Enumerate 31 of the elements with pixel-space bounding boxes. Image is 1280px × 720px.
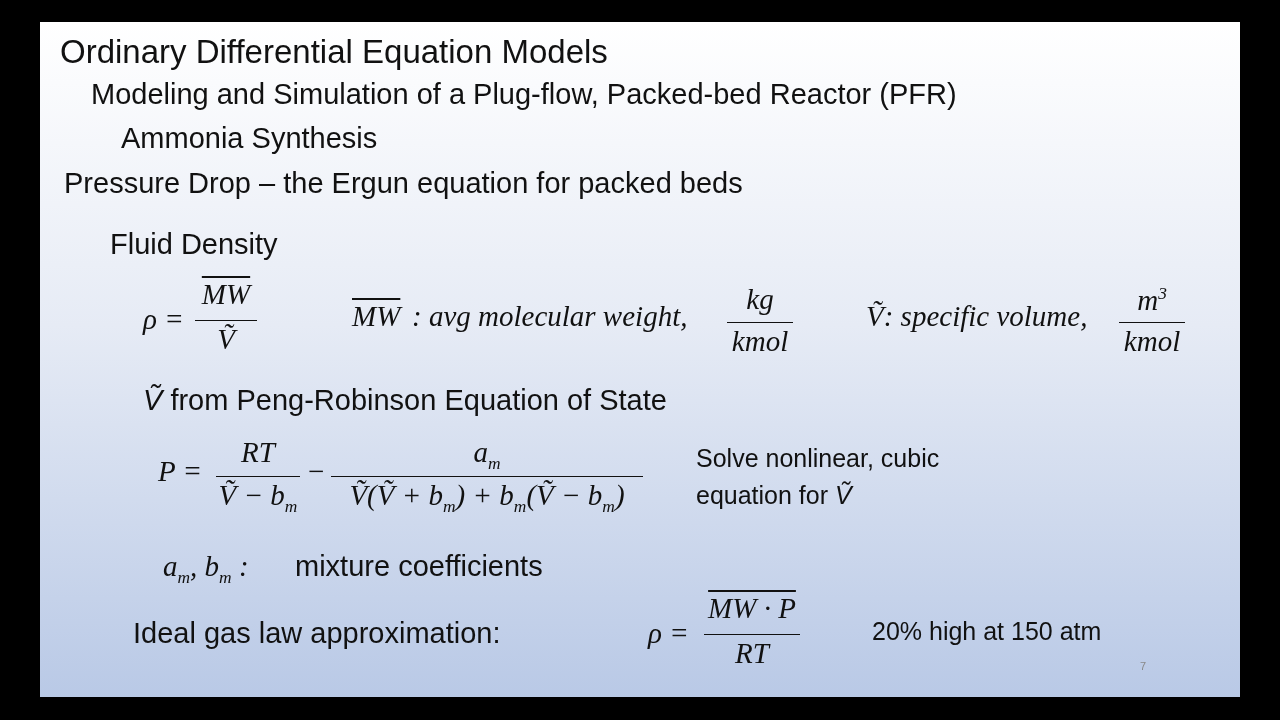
math-expression: ρ = [648,617,689,650]
text-line: Modeling and Simulation of a Plug-flow, Packed-bed Reactor (PFR) [91,78,957,111]
text-line: Ammonia Synthesis [121,122,378,155]
math-expression: Ṽ [195,320,257,356]
math-expression: kmol [1119,322,1185,358]
math-expression: RT [704,634,800,670]
slide-title: Ordinary Differential Equation Models [60,33,608,71]
text-line: Fluid Density [110,228,278,261]
text-line: mixture coefficients [295,550,543,583]
math-expression: Ṽ: specific volume, [866,300,1088,333]
math-expression: Ṽ − b$_{m}$ [216,476,300,517]
math-expression: ρ = [143,303,184,336]
math-expression: m$^{3}$ [1136,283,1168,317]
text-line: Solve nonlinear, cubic equation for Ṽ [696,443,941,511]
text-line: Ṽ from Peng-Robinson Equation of State [143,384,667,417]
page-number: 7 [1140,660,1147,672]
math-expression: a$_{m}$ [472,436,502,474]
text-line: Pressure Drop – the Ergun equation for packed beds [64,167,743,200]
math-expression: MW [352,300,401,333]
math-expression: kmol [727,322,793,358]
math-expression: P = [158,455,202,488]
math-expression: : avg molecular weight, [412,300,688,333]
math-expression: − [306,455,326,488]
math-expression: MW [200,278,254,311]
math-expression: MW · P [706,592,797,625]
math-expression: kg [745,283,775,316]
text-line: Ideal gas law approximation: [133,617,501,650]
math-expression: RT [240,436,278,469]
text-line: 20% high at 150 atm [872,616,1102,647]
math-expression: Ṽ(Ṽ + b$_{m}$) + b$_{m}$(Ṽ − b$_{m}$) [331,476,643,517]
math-expression: a$_{m}$, b$_{m}$ : [163,550,249,588]
